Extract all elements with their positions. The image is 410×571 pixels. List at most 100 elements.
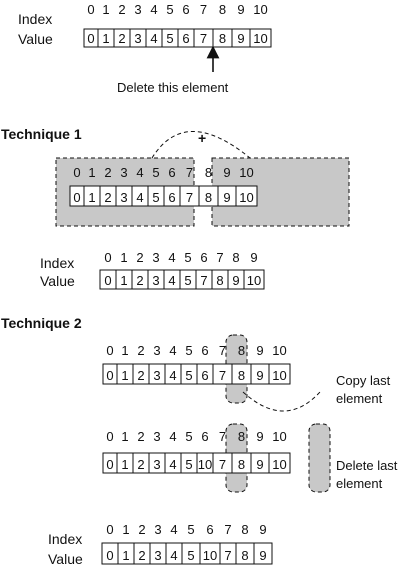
array-index-label: 9 <box>259 522 266 537</box>
array-index-label: 10 <box>253 2 267 17</box>
array-index-label: 6 <box>168 165 175 180</box>
array-cell-value: 6 <box>182 31 189 46</box>
array-index-label: 2 <box>138 522 145 537</box>
array-cell <box>243 269 265 290</box>
array-index-label: 3 <box>120 165 127 180</box>
array-cell-value: 4 <box>170 548 177 563</box>
technique-1-title: Technique 1 <box>1 126 82 142</box>
array-index-label: 1 <box>120 250 127 265</box>
array-cell-value: 3 <box>153 368 160 383</box>
array-index-label: 8 <box>241 522 248 537</box>
array-index-label: 10 <box>239 165 253 180</box>
removed-last-element-highlight <box>308 423 331 493</box>
array-cell-value: 6 <box>201 368 208 383</box>
array-index-label: 4 <box>170 522 177 537</box>
array-index-label: 2 <box>137 429 144 444</box>
array-cell-value: 6 <box>168 190 175 205</box>
array-cell-value: 3 <box>120 190 127 205</box>
array-cell-value: 0 <box>104 273 111 288</box>
array-index-label: 5 <box>152 165 159 180</box>
array-index-label: 2 <box>118 2 125 17</box>
merge-arc <box>151 131 251 159</box>
array-index-label: 2 <box>137 343 144 358</box>
array-index-label: 9 <box>250 250 257 265</box>
array-cell-value: 1 <box>122 548 129 563</box>
array-index-label: 8 <box>232 250 239 265</box>
array-index-label: 6 <box>182 2 189 17</box>
array-cell-value: 10 <box>198 457 212 472</box>
array-index-label: 7 <box>219 429 226 444</box>
array-cell-value: 1 <box>121 457 128 472</box>
array-cell <box>235 185 258 207</box>
value-label: Value <box>40 273 75 289</box>
merge-plus-sign: + <box>198 130 206 146</box>
array-cell-value: 9 <box>256 368 263 383</box>
array-index-label: 3 <box>134 2 141 17</box>
array-cell-value: 10 <box>239 190 253 205</box>
technique-2-title: Technique 2 <box>1 315 82 331</box>
array-index-label: 9 <box>223 165 230 180</box>
array-cell-value: 5 <box>185 368 192 383</box>
array-index-label: 9 <box>256 343 263 358</box>
array-index-label: 7 <box>224 522 231 537</box>
array-index-label: 1 <box>121 343 128 358</box>
array-index-label: 8 <box>238 429 245 444</box>
array-cell-value: 5 <box>185 457 192 472</box>
array-cell-value: 7 <box>219 457 226 472</box>
array-index-label: 5 <box>187 522 194 537</box>
array-cell-value: 5 <box>184 273 191 288</box>
array-cell-value: 10 <box>253 31 267 46</box>
array-cell-value: 2 <box>137 368 144 383</box>
array-cell-value: 7 <box>200 273 207 288</box>
array-cell-value: 3 <box>134 31 141 46</box>
array-index-label: 6 <box>201 343 208 358</box>
array-cell-value: 9 <box>256 457 263 472</box>
array-cell-value: 9 <box>232 273 239 288</box>
array-index-label: 7 <box>216 250 223 265</box>
array-index-label: 6 <box>200 250 207 265</box>
array-index-label: 5 <box>184 250 191 265</box>
array-index-label: 7 <box>200 2 207 17</box>
array-index-label: 9 <box>256 429 263 444</box>
array-cell-value: 4 <box>169 457 176 472</box>
array-cell <box>268 452 291 474</box>
array-cell-value: 3 <box>154 548 161 563</box>
array-cell-value: 3 <box>153 457 160 472</box>
array-index-label: 4 <box>136 165 143 180</box>
array-index-label: 1 <box>88 165 95 180</box>
array-cell-value: 5 <box>166 31 173 46</box>
array-cell-value: 1 <box>121 368 128 383</box>
array-cell-value: 7 <box>200 31 207 46</box>
index-label: Index <box>40 255 74 271</box>
array-index-label: 0 <box>104 250 111 265</box>
array-cell-value: 0 <box>87 31 94 46</box>
array-cell-value: 1 <box>88 190 95 205</box>
copy-arc <box>242 391 321 412</box>
array-index-label: 5 <box>166 2 173 17</box>
array-cell-value: 5 <box>152 190 159 205</box>
array-index-label: 0 <box>106 343 113 358</box>
array-cell-value: 4 <box>136 190 143 205</box>
array-cell-value: 5 <box>187 548 194 563</box>
array-index-label: 3 <box>152 250 159 265</box>
array-index-label: 8 <box>219 2 226 17</box>
value-label: Value <box>18 31 53 47</box>
delete-this-element-label: Delete this element <box>117 80 229 95</box>
index-label: Index <box>18 11 52 27</box>
array-index-label: 2 <box>104 165 111 180</box>
array-index-label: 4 <box>169 429 176 444</box>
array-index-label: 3 <box>153 429 160 444</box>
array-index-label: 3 <box>153 343 160 358</box>
copy-last-element-label: Copy last element <box>336 373 394 406</box>
array-cell-value: 2 <box>137 457 144 472</box>
array-cell-value: 8 <box>205 190 212 205</box>
array-cell-value: 9 <box>259 548 266 563</box>
array-cell-value: 7 <box>219 368 226 383</box>
array-cell-value: 7 <box>186 190 193 205</box>
array-cell-value: 2 <box>104 190 111 205</box>
array-cell-value: 8 <box>238 368 245 383</box>
